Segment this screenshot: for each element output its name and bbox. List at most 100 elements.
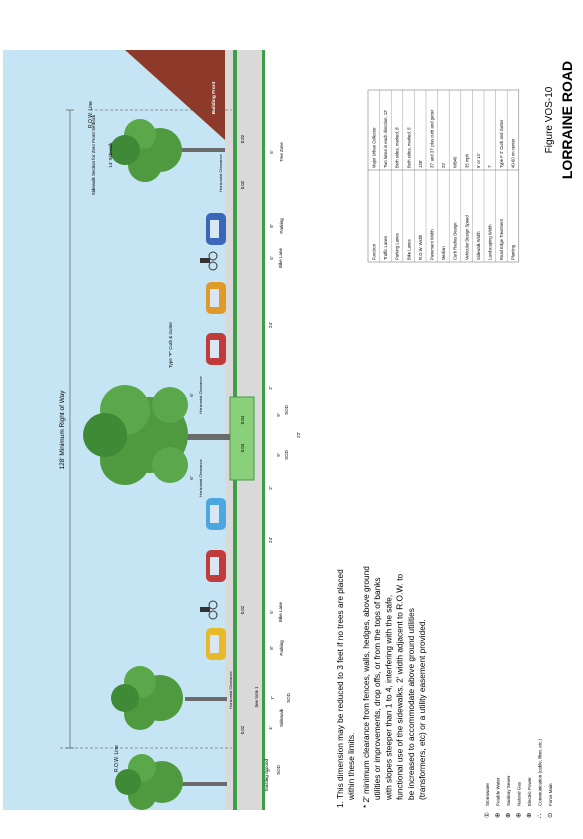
spec-table-value: 128' [418,160,423,168]
dim-004-b: 0.04 [240,443,245,452]
building-front [125,50,225,140]
see-note-label: See Note 1 [254,686,259,708]
notes-block: 1. This dimension may be reduced to 3 fe… [335,566,427,808]
spec-table-border [367,89,520,263]
spec-table-value: Both sides, marked, 8' [395,127,400,168]
spec-table-item: Median [441,246,446,260]
horizontal-clearance-3: Horizontal Clearance [198,459,203,497]
spec-table-item: Traffic Lanes [383,236,388,260]
note-1-line-b: within these limits. [346,733,356,801]
dim-002-c: 0.02 [240,605,245,614]
car-1 [206,213,226,245]
street-cross-section: 128' Minimum Right of Way R.O.W. Line R.… [3,50,301,810]
dim-5-bottom: 5' [269,610,274,614]
spec-table-item: Road Edge Treatment [499,218,504,260]
figure-title: LORRAINE ROAD [559,61,575,179]
tree-bottom [115,754,227,810]
sidewalk-label: Sidewalk [279,708,284,727]
note-2-line: with slopes steeper than 1 to 4, interfe… [383,595,393,801]
dim-9-a: 9' [276,413,281,417]
car-5 [206,550,226,582]
legend-label: Stormwater [485,782,490,806]
sod-label-2: SOD [284,449,289,460]
sidewalk-section-note: Sidewalk Section for Zero Front Setback [91,114,96,195]
spec-table-value: 37' and 37' plus curb and gutter [430,109,435,168]
sidewalk-14-label: 14' Sidewalk [108,142,113,168]
sod-label-4: SOD [276,764,281,775]
horizontal-clearance-1: Horizontal Clearance [218,154,223,192]
row-line-left-label: R.O.W. Line [114,745,120,772]
right-of-way-green-line [262,50,265,810]
spec-table-value: 35 mph [464,153,469,168]
dim-002-b: 0.02 [240,180,245,189]
bike-lane-label-bottom: Bike Lane [278,601,283,622]
building-front-label: Building Front [211,81,217,114]
spec-table-item: Function [372,243,377,260]
parking-label-top: Parking [279,218,284,234]
note-2-line: functional use of the sidewalks. 2' widt… [395,573,405,800]
spec-table-item: Bike Lanes [406,239,411,260]
tree-lower-left [111,666,227,730]
legend-label: Natural Gas [517,781,522,806]
dim-2-b: 2' [268,486,273,490]
bicyclist-2 [200,600,218,620]
legend-label: Electric Power [527,777,532,806]
dim-5-top: 5' [269,256,274,260]
legend-label: Sanitary Sewer [506,775,511,806]
dim-002-a: 0.02 [240,134,245,143]
dim-24-top: 24' [268,322,273,328]
dim-7: 7' [270,696,275,700]
legend-label: Communication (cable, fiber, etc.) [538,738,543,806]
tree-median [83,385,230,485]
note-2-line: utilities or improvements, drop offs, or… [372,577,382,800]
sod-label-1: SOD [284,404,289,415]
spec-table-value: Both sides, marked, 5' [406,127,411,168]
note-2-line: be increased to accommodate above ground… [406,608,416,800]
note-1-line-a: 1. This dimension may be reduced to 3 fe… [335,569,345,808]
median-planting [229,396,255,481]
dim-2-a: 2' [268,386,273,390]
legend-label: Potable Water [496,777,501,806]
spec-table-value: 7' [488,165,493,168]
dim-4: 4' [268,726,273,730]
car-3 [206,333,226,365]
car-4 [206,498,226,530]
bike-lane-label-top: Bike Lane [278,247,283,268]
legend-label: Force Main [548,783,553,806]
car-6 [206,628,226,660]
note-2-line: (transformers, etc) or a utility easemen… [417,619,427,800]
legend-symbol-icon: ⊕ [505,812,512,818]
dim-24-bottom: 24' [268,537,273,543]
note-2-lines: * 2' minimum clearance from fences, wall… [361,566,427,808]
dim-9-b: 9' [276,453,281,457]
spec-table-item: Pavement Width [430,229,435,260]
dim-3: 3' [266,768,271,772]
legend-symbol-icon: ⊕ [516,812,523,818]
tree-zone-label: Tree Zone [279,142,284,162]
spec-table-value: WB40 [453,156,458,168]
spec-table-item: R.O.W. Width [418,234,423,260]
spec-table-item: Landscaping Width [488,224,493,260]
existing-ground-label: Existing Ground [264,759,269,792]
horizontal-clearance-4: Horizontal Clearance [228,671,233,709]
parking-label-bottom: Parking [279,640,284,656]
spec-table-item: Vehicular Design Speed [464,215,469,260]
row-line-right-label: R.O.W. Line [88,101,94,128]
dim-8-top: 8' [269,224,274,228]
dim-6-a: 6' [189,393,194,397]
legend-symbol-icon: ⊙ [547,812,554,818]
legend-symbol-icon: ⊕ [495,812,502,818]
spec-table-value: 5' or 14' [476,153,481,168]
dim-8-bottom: 8' [269,646,274,650]
bicyclist-1 [200,251,218,271]
figure-number: Figure VOS-10 [544,86,555,153]
row-total-label: 128' Minimum Right of Way [59,390,66,470]
legend-symbol-icon: ① [483,812,491,818]
curb-gutter-label: Type "F" Curb & Gutter [168,322,173,368]
spec-table-value: 22' [441,162,446,168]
tree-top [110,119,225,182]
spec-table-value: Two lanes in each direction, 12' [383,110,388,168]
